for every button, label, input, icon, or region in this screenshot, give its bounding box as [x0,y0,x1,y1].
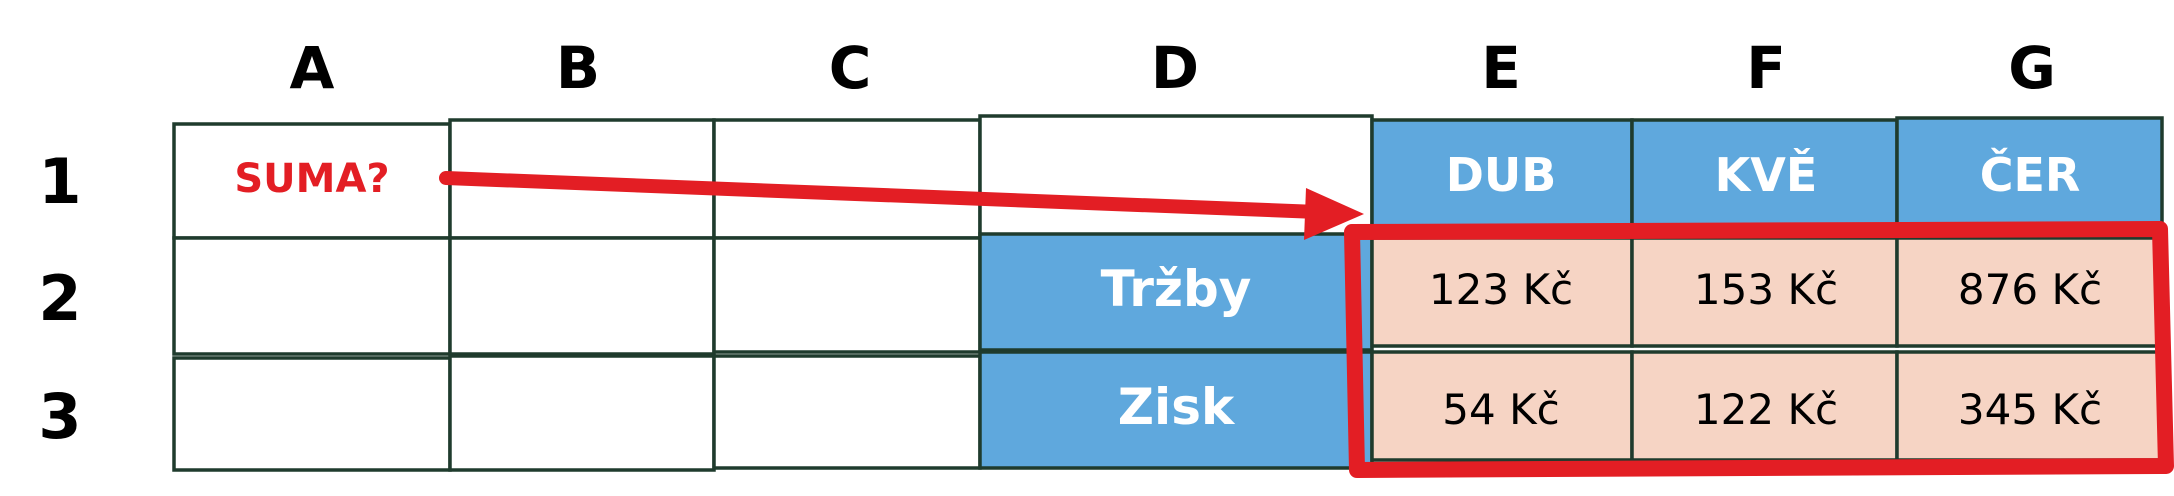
row-header-3: 3 [38,380,81,453]
cell-d2-text: Tržby [1101,260,1252,318]
cell-c2[interactable] [712,236,982,354]
column-header-a: A [290,34,335,102]
cell-c1[interactable] [712,118,982,240]
column-header-f: F [1746,34,1786,102]
cell-g3[interactable] [1895,350,2164,462]
cell-a2[interactable] [172,236,452,356]
cell-f3-text: 122 Kč [1694,385,1838,434]
cell-f2-text: 153 Kč [1694,265,1838,314]
column-header-c: C [829,34,872,102]
cell-e3[interactable] [1370,350,1634,462]
column-header-e: E [1481,34,1521,102]
row-header-1: 1 [38,145,81,218]
cell-f2[interactable] [1630,236,1899,348]
cell-g1-text: ČER [1980,148,2081,202]
column-header-d: D [1151,34,1199,102]
cell-a3[interactable] [172,356,452,472]
cell-e2-text: 123 Kč [1429,265,1573,314]
cell-g3-text: 345 Kč [1958,385,2102,434]
arrow-head-icon [1304,188,1364,240]
highlight-frame [1344,221,2174,478]
cell-c3[interactable] [712,354,982,470]
cell-d3-text: Zisk [1118,378,1236,436]
cell-b3[interactable] [448,354,716,472]
cell-g1[interactable] [1895,116,2164,230]
column-header-b: B [556,34,600,102]
column-header-g: G [2008,34,2056,102]
cell-g2-text: 876 Kč [1958,265,2102,314]
cell-f1-text: KVĚ [1715,148,1818,202]
cell-b2[interactable] [448,236,716,356]
row-header-2: 2 [38,262,81,335]
cell-e1-text: DUB [1446,148,1557,202]
cell-a1-text: SUMA? [234,156,389,202]
cell-g2[interactable] [1895,236,2164,348]
cell-e2[interactable] [1370,236,1634,348]
cell-e3-text: 54 Kč [1442,385,1559,434]
arrow-line [439,171,1325,219]
cell-d2[interactable] [978,232,1374,352]
cell-a1[interactable] [172,122,452,240]
